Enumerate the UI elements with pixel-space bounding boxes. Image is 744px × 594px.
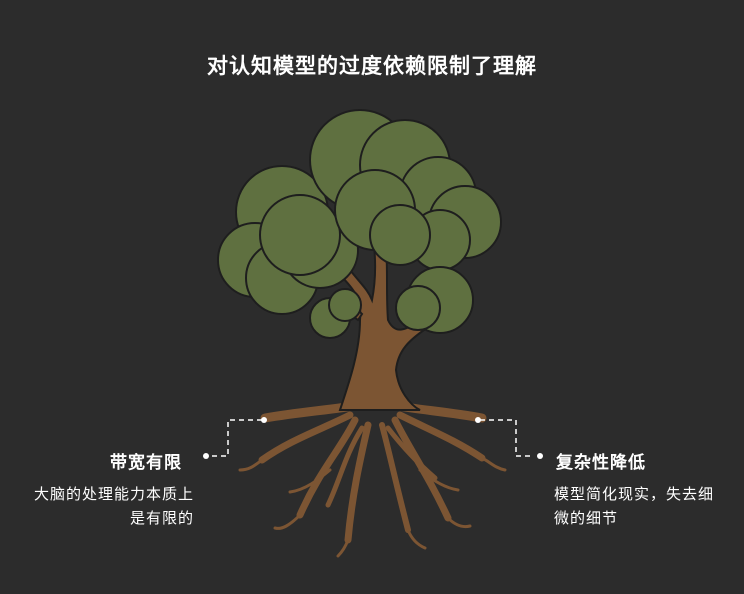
right-label-heading: 复杂性降低: [556, 453, 646, 473]
right-label-description: 模型简化现实，失去细微的细节: [554, 485, 715, 527]
left-label-heading: 带宽有限: [110, 453, 182, 473]
diagram-title: 对认知模型的过度依赖限制了理解: [207, 53, 537, 78]
connector-left: [203, 417, 267, 459]
tree-roots: [238, 400, 507, 558]
left-label-description: 大脑的处理能力本质上是有限的: [33, 485, 194, 527]
tree-foliage: [217, 109, 502, 339]
connector-right: [475, 417, 543, 459]
